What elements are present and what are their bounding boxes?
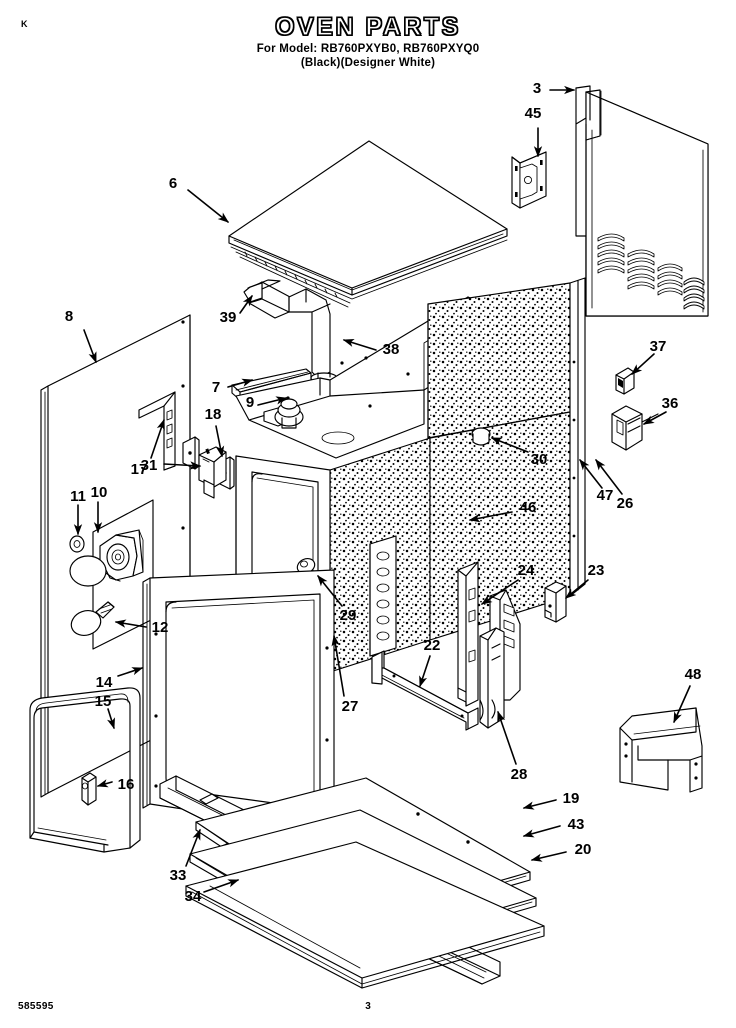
callout-47: 47 xyxy=(597,487,614,504)
corner-registration-mark: K xyxy=(21,19,28,29)
part-10-oven-lamp-socket xyxy=(69,529,144,587)
leader-lines xyxy=(73,85,691,893)
callout-14: 14 xyxy=(96,674,113,691)
callout-28: 28 xyxy=(511,766,528,783)
callout-7: 7 xyxy=(212,379,220,396)
callout-17: 17 xyxy=(131,461,148,478)
part-38-conduit-elbow xyxy=(288,288,338,384)
callout-39: 39 xyxy=(220,309,237,326)
callout-46: 46 xyxy=(520,499,537,516)
callout-6: 6 xyxy=(169,175,177,192)
footer-publication-code: 585595 xyxy=(18,1001,54,1012)
callout-10: 10 xyxy=(91,484,108,501)
callout-15: 15 xyxy=(95,693,112,710)
callout-16: 16 xyxy=(118,776,135,793)
part-12-oven-lamp-bulb xyxy=(70,601,115,636)
part-27-oven-front-frame xyxy=(142,569,335,833)
callout-45: 45 xyxy=(525,105,542,122)
callout-37: 37 xyxy=(650,338,667,355)
callout-33: 33 xyxy=(170,867,187,884)
callout-numbers: 3 45 6 39 38 8 7 9 18 17 31 11 10 12 37 … xyxy=(65,80,702,905)
part-20-bottom-trim xyxy=(185,841,545,989)
part-6-oven-top-panel xyxy=(228,140,508,308)
part-11-lamp-socket-nut xyxy=(69,535,85,553)
callout-9: 9 xyxy=(246,394,254,411)
part-28-door-hinge-assembly xyxy=(479,589,521,729)
callout-11: 11 xyxy=(70,488,86,505)
part-36-hinge-receiver xyxy=(611,405,659,451)
callout-30: 30 xyxy=(531,451,548,468)
part-39-wire-harness-connector xyxy=(243,279,291,319)
callout-38: 38 xyxy=(383,341,400,358)
callout-19: 19 xyxy=(563,790,580,807)
part-22-front-cross-brace xyxy=(371,650,479,731)
callout-8: 8 xyxy=(65,308,73,325)
oven-rack-support-ladder xyxy=(369,535,397,657)
callout-24: 24 xyxy=(518,562,535,579)
part-37-terminal-block-clip xyxy=(615,367,635,395)
callout-18: 18 xyxy=(205,406,222,423)
callout-27: 27 xyxy=(342,698,359,715)
footer-page-number: 3 xyxy=(365,1001,371,1012)
callout-3: 3 xyxy=(533,80,541,97)
part-14-15-door-gasket xyxy=(29,687,141,853)
part-16-gasket-clip xyxy=(81,772,97,806)
callout-36: 36 xyxy=(662,395,679,412)
callout-29: 29 xyxy=(340,607,357,624)
part-48-rear-mounting-bracket xyxy=(619,707,703,793)
part-30-insulation-plug xyxy=(471,427,491,446)
part-45-mounting-bracket xyxy=(511,151,547,209)
part-17-support-bracket xyxy=(138,391,176,471)
part-3-rear-louvered-panel xyxy=(575,85,709,317)
callout-31: 31 xyxy=(141,457,158,474)
callout-26: 26 xyxy=(617,495,634,512)
callout-34: 34 xyxy=(185,888,202,905)
callout-43: 43 xyxy=(568,816,585,833)
part-29-cavity-grommet xyxy=(296,558,316,574)
callout-48: 48 xyxy=(685,666,702,683)
callout-23: 23 xyxy=(588,562,605,579)
callout-22: 22 xyxy=(424,637,441,654)
part-23-corner-bracket xyxy=(544,581,567,623)
callout-20: 20 xyxy=(575,841,592,858)
part-24-side-support-bracket xyxy=(457,561,479,707)
callout-12: 12 xyxy=(152,619,169,636)
part-47-rear-cavity-panel xyxy=(569,277,586,597)
